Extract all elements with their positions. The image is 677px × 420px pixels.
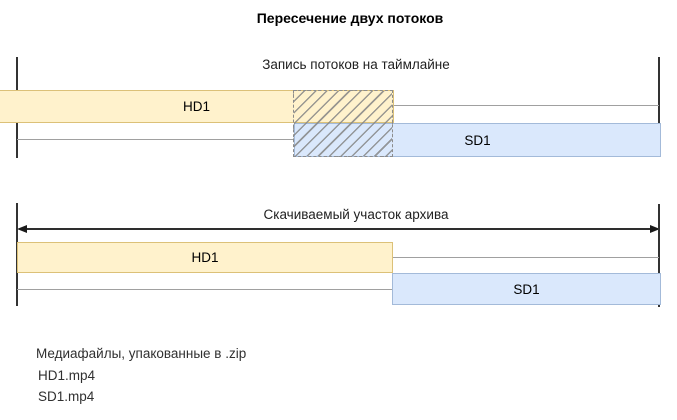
download-range-arrow-line	[25, 228, 652, 230]
download-hd-bar-label: HD1	[191, 250, 219, 265]
download-hd-timeline-line	[392, 257, 659, 258]
download-sd-timeline-line	[17, 289, 392, 290]
recording-hd-timeline-line	[393, 105, 659, 106]
recording-axis-right	[658, 57, 660, 157]
download-caption: Скачиваемый участок архива	[263, 207, 449, 222]
files-heading: Медиафайлы, упакованные в .zip	[36, 346, 247, 361]
recording-sd-timeline-line	[17, 139, 294, 140]
file-item-sd: SD1.mp4	[38, 389, 95, 404]
file-item-hd: HD1.mp4	[38, 368, 96, 383]
download-axis-right	[658, 204, 660, 307]
download-range-arrowhead-right	[650, 224, 660, 233]
download-sd-bar: SD1	[392, 273, 661, 305]
diagram-title: Пересечение двух потоков	[256, 10, 444, 26]
streams-overlap-region	[293, 90, 393, 157]
download-hd-bar: HD1	[17, 242, 393, 273]
recording-hd-bar-label: HD1	[182, 99, 210, 114]
recording-sd-bar-label: SD1	[464, 132, 491, 148]
download-sd-bar-label: SD1	[513, 281, 540, 297]
download-range-arrowhead-left	[17, 224, 27, 233]
recording-caption: Запись потоков на таймлайне	[262, 57, 450, 72]
